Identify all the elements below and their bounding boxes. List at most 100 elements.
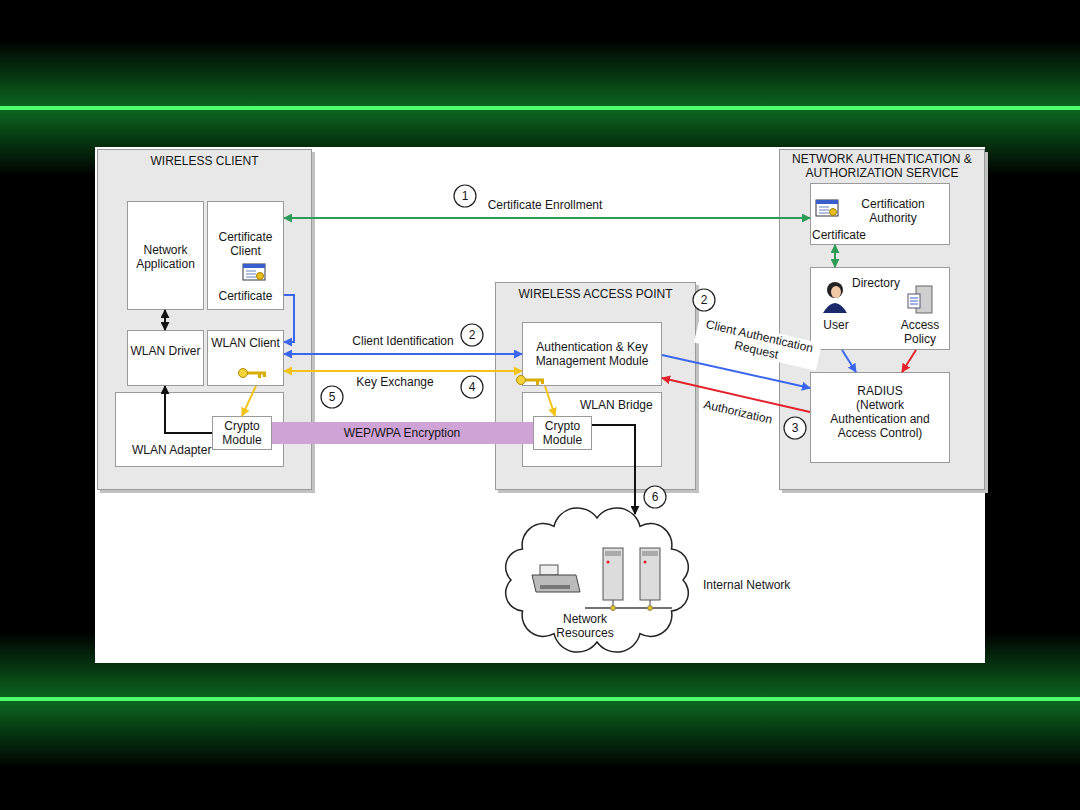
panel-box: NETWORK AUTHENTICATION & AUTHORIZATION S… (779, 149, 985, 490)
callout-circle (321, 386, 343, 408)
connector-label: Certificate Enrollment (486, 198, 605, 212)
box-label: Network Resources (545, 612, 625, 640)
network-bus-part (611, 606, 616, 611)
component-box: Certificate ClientCertificate (207, 201, 284, 310)
connector-arrow (902, 350, 916, 372)
server-icon-part (644, 561, 647, 564)
box-label: Network Application (127, 243, 204, 271)
callout-number: 2 (693, 293, 715, 307)
callout-circle (454, 185, 476, 207)
policy-server-icon-part (910, 298, 918, 299)
server-icon (640, 548, 660, 600)
connector-label: Authorization (700, 397, 775, 427)
callout-number: 3 (784, 421, 806, 435)
certificate-icon-part (246, 277, 256, 278)
panel-box: WIRELESS ACCESS POINT Authentication & Ke… (495, 282, 696, 490)
callout-circle (461, 376, 483, 398)
certificate-icon-part (246, 274, 256, 275)
policy-server-icon-part (910, 304, 918, 305)
certificate-icon-part (819, 207, 829, 208)
box-label: Certificate (207, 289, 284, 303)
connector-label: Client Authentication Request (694, 315, 822, 370)
glow-line (0, 697, 1080, 701)
encryption-band (272, 422, 533, 444)
key-icon-part (258, 373, 261, 378)
certificate-icon-part (816, 200, 838, 216)
box-label: Certification Authority (843, 197, 943, 225)
network-cloud: Network ResourcesInternal Network (497, 500, 697, 660)
connector-arrow (284, 217, 810, 219)
callout-number: 6 (644, 490, 666, 504)
printer-icon-part (540, 565, 558, 575)
certificate-icon-part (257, 273, 264, 280)
certificate-icon (243, 264, 265, 280)
policy-server-icon-part (910, 301, 918, 302)
printer-icon (532, 565, 580, 592)
key-icon (239, 369, 267, 379)
callout-number: 1 (454, 189, 476, 203)
user-icon-part (831, 286, 841, 298)
callout-number: 4 (461, 380, 483, 394)
certificate-icon (816, 200, 838, 216)
server-icon-part (640, 548, 660, 600)
key-icon-part (263, 373, 266, 377)
user-icon-part (823, 303, 847, 313)
connector-label: WEP/WPA Encryption (342, 426, 462, 440)
network-bus-part (585, 607, 672, 609)
server-icon-part (605, 551, 621, 556)
box-label: Certificate (812, 228, 882, 242)
component-box: WLAN Driver (127, 330, 204, 386)
box-label: Internal Network (703, 578, 803, 592)
panel-heading: WIRELESS CLIENT (97, 154, 312, 168)
component-box: WLAN Client (207, 330, 284, 386)
box-label: WLAN Adapter (132, 443, 212, 457)
user-icon (823, 282, 847, 313)
connector-arrow (842, 350, 856, 372)
server-icon (603, 548, 623, 600)
component-box: Network Application (127, 201, 204, 310)
box-label: WLAN Client (207, 336, 284, 350)
component-box: Crypto Module (212, 416, 272, 450)
connector-label: Key Exchange (354, 375, 435, 389)
key-icon-part (239, 369, 248, 378)
box-label: Authentication & Key Management Module (522, 340, 662, 368)
network-bus-part (648, 606, 653, 611)
policy-server-icon (908, 286, 932, 313)
panel-heading: WIRELESS ACCESS POINT (495, 287, 696, 301)
policy-server-icon-part (908, 294, 920, 308)
component-box: WLAN BridgeCrypto Module (522, 392, 662, 467)
connector-label: Client Identification (350, 334, 455, 348)
key-icon (517, 376, 545, 386)
box-label: Access Policy (890, 318, 950, 346)
certificate-icon-part (830, 209, 837, 216)
callout-circle (644, 486, 666, 508)
white-panel (95, 147, 985, 663)
server-icon-part (607, 561, 610, 564)
callout-circle (784, 417, 806, 439)
component-box: Authentication & Key Management Module (522, 322, 662, 386)
component-box: WLAN AdapterCrypto Module (115, 392, 284, 467)
connector-arrow (165, 386, 212, 433)
box-label: Crypto Module (533, 419, 592, 447)
glow-line (0, 106, 1080, 110)
cloud-shape (506, 508, 689, 652)
certificate-icon-part (246, 271, 256, 272)
box-label: (Network Authentication and Access Contr… (825, 398, 935, 440)
printer-icon-part (532, 575, 580, 592)
box-label: Directory (852, 276, 912, 290)
server-icon-part (642, 551, 658, 556)
box-label: User (816, 318, 856, 332)
certificate-icon-part (816, 200, 838, 204)
connector-arrow (834, 245, 836, 267)
box-label: WLAN Bridge (580, 398, 660, 412)
key-icon-part (517, 376, 526, 385)
callout-number: 5 (321, 390, 343, 404)
connector-arrow (284, 353, 522, 355)
user-icon-part (827, 282, 843, 298)
panel-heading: NETWORK AUTHENTICATION & AUTHORIZATION S… (781, 152, 983, 180)
certificate-icon-part (819, 213, 829, 214)
box-label: Crypto Module (212, 419, 272, 447)
